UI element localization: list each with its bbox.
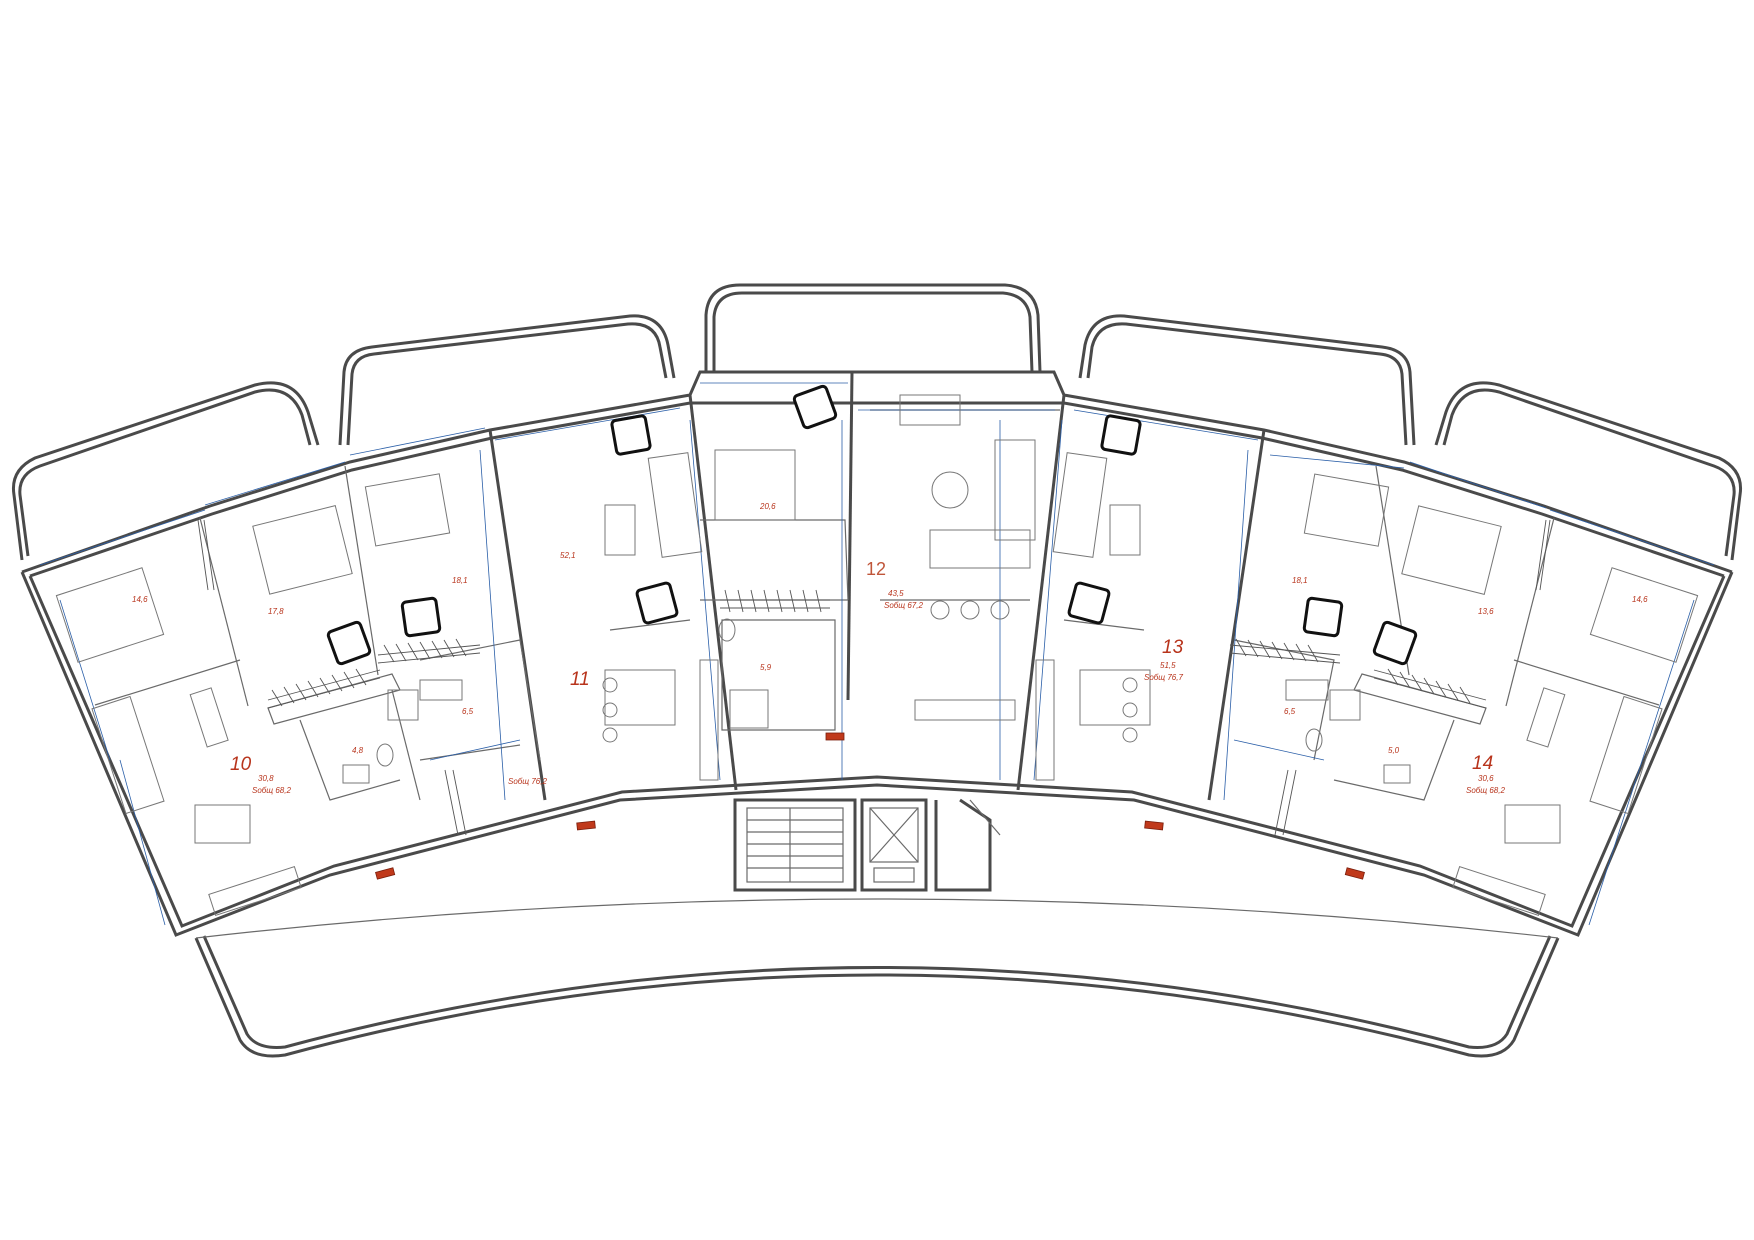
room-area: 13,6 — [1478, 607, 1494, 616]
apartment-number: 14 — [1472, 753, 1493, 774]
living-area: 52,1 — [560, 551, 576, 560]
room-area: 14,6 — [132, 595, 148, 604]
building-walls — [20, 370, 1734, 937]
living-area: 30,8 — [258, 774, 274, 783]
apartment-number: 13 — [1162, 637, 1184, 658]
living-area: 30,6 — [1478, 774, 1494, 783]
apartment-number: 11 — [570, 669, 590, 690]
room-area: 5,9 — [760, 663, 772, 672]
furniture — [55, 394, 1699, 916]
living-area: 43,5 — [888, 589, 904, 598]
room-area: 20,6 — [759, 502, 776, 511]
room-area: 18,1 — [452, 576, 468, 585]
balconies — [11, 283, 1743, 1058]
total-area: Sобщ 76,2 — [508, 777, 547, 786]
apartment-14-labels: 14 30,6 Sобщ 68,2 14,6 13,6 5,0 — [1388, 595, 1648, 795]
apartment-10-labels: 10 30,8 Sобщ 68,2 14,6 17,8 4,8 — [132, 595, 364, 795]
apartment-13-labels: 13 51,5 Sобщ 76,7 18,1 6,5 — [1144, 576, 1308, 716]
dimension-lines — [39, 382, 1715, 926]
apartment-number: 10 — [230, 754, 252, 775]
entrance-doors — [375, 732, 1365, 880]
living-area: 51,5 — [1160, 661, 1176, 670]
apartment-number: 12 — [866, 559, 886, 579]
room-area: 5,0 — [1388, 746, 1400, 755]
room-area: 18,1 — [1292, 576, 1308, 585]
total-area: Sобщ 67,2 — [884, 601, 923, 610]
total-area: Sобщ 76,7 — [1144, 673, 1183, 682]
stair-elevator-core — [733, 798, 1001, 892]
room-area: 14,6 — [1632, 595, 1648, 604]
room-area: 4,8 — [352, 746, 364, 755]
closets — [197, 519, 1551, 836]
apartment-12-labels: 12 43,5 Sобщ 67,2 20,6 5,9 — [759, 502, 923, 672]
room-area: 17,8 — [268, 607, 284, 616]
room-area: 6,5 — [462, 707, 474, 716]
apartment-11-labels: 11 52,1 Sобщ 76,2 18,1 6,5 — [452, 551, 590, 786]
room-area: 6,5 — [1284, 707, 1296, 716]
total-area: Sобщ 68,2 — [252, 786, 291, 795]
total-area: Sобщ 68,2 — [1466, 786, 1505, 795]
armchairs — [326, 384, 1418, 666]
